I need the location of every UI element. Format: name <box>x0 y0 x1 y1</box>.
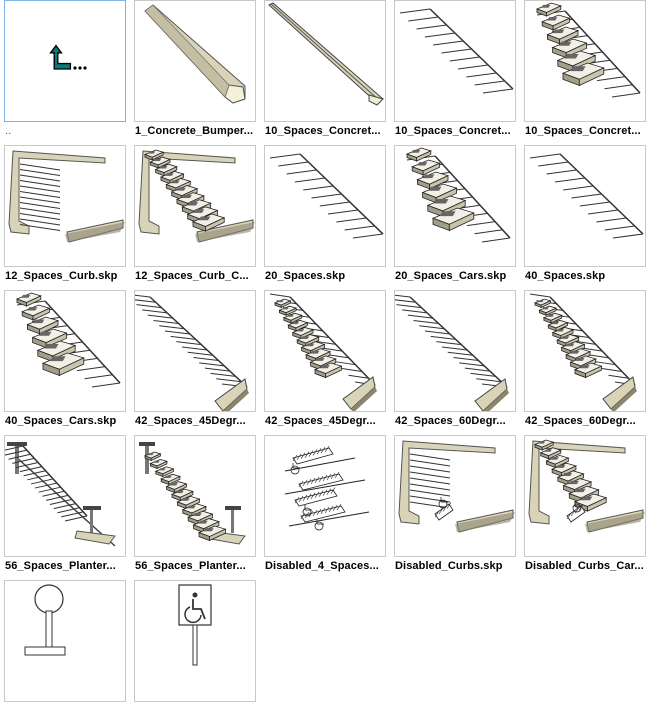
file-name: 40_Spaces_Cars.skp <box>5 415 117 427</box>
model-thumbnail <box>4 435 126 557</box>
file-item[interactable]: Disabled_Curbs_Car... <box>524 435 646 572</box>
file-name: Disabled_4_Spaces... <box>265 560 379 572</box>
file-thumbnail-grid: .. 1_Concrete_Bumper... 10_Spaces_Concre… <box>4 0 646 702</box>
file-item[interactable]: 42_Spaces_45Degr... <box>264 290 386 427</box>
model-thumbnail <box>264 145 386 267</box>
parent-folder-item[interactable]: .. <box>4 0 126 137</box>
file-item[interactable]: Disabled_4_Spaces... <box>264 435 386 572</box>
model-thumbnail <box>264 0 386 122</box>
file-item[interactable]: 42_Spaces_60Degr... <box>394 290 516 427</box>
file-name: 56_Spaces_Planter... <box>135 560 246 572</box>
file-name: 40_Spaces.skp <box>525 270 606 282</box>
model-thumbnail <box>524 0 646 122</box>
file-item[interactable]: 12_Spaces_Curb.skp <box>4 145 126 282</box>
model-thumbnail <box>394 0 516 122</box>
model-thumbnail <box>4 290 126 412</box>
model-thumbnail <box>134 290 256 412</box>
file-name: 56_Spaces_Planter... <box>5 560 116 572</box>
file-item[interactable]: 20_Spaces_Cars.skp <box>394 145 516 282</box>
model-thumbnail <box>264 435 386 557</box>
file-item[interactable] <box>134 580 256 705</box>
file-item[interactable]: 42_Spaces_60Degr... <box>524 290 646 427</box>
file-item[interactable]: 1_Concrete_Bumper... <box>134 0 256 137</box>
file-name: 12_Spaces_Curb_C... <box>135 270 249 282</box>
file-item[interactable]: 40_Spaces_Cars.skp <box>4 290 126 427</box>
model-thumbnail <box>134 0 256 122</box>
model-thumbnail <box>524 290 646 412</box>
model-thumbnail <box>4 145 126 267</box>
file-name: 42_Spaces_60Degr... <box>525 415 636 427</box>
file-name: 42_Spaces_45Degr... <box>265 415 376 427</box>
file-item[interactable]: 40_Spaces.skp <box>524 145 646 282</box>
file-item[interactable]: 42_Spaces_45Degr... <box>134 290 256 427</box>
file-item[interactable]: 10_Spaces_Concret... <box>264 0 386 137</box>
model-thumbnail <box>4 580 126 702</box>
file-name: 10_Spaces_Concret... <box>265 125 381 137</box>
file-name: .. <box>5 125 12 137</box>
model-thumbnail <box>134 580 256 702</box>
file-name: Disabled_Curbs.skp <box>395 560 503 572</box>
file-name: 12_Spaces_Curb.skp <box>5 270 118 282</box>
file-item[interactable] <box>4 580 126 705</box>
file-name: 10_Spaces_Concret... <box>395 125 511 137</box>
file-name: 20_Spaces.skp <box>265 270 346 282</box>
file-name: 10_Spaces_Concret... <box>525 125 641 137</box>
file-item[interactable]: 56_Spaces_Planter... <box>4 435 126 572</box>
file-name: 1_Concrete_Bumper... <box>135 125 254 137</box>
file-name: 42_Spaces_60Degr... <box>395 415 506 427</box>
model-thumbnail <box>394 435 516 557</box>
file-name: 42_Spaces_45Degr... <box>135 415 246 427</box>
model-thumbnail <box>524 145 646 267</box>
up-folder-icon <box>4 0 126 122</box>
model-thumbnail <box>394 290 516 412</box>
file-item[interactable]: 12_Spaces_Curb_C... <box>134 145 256 282</box>
model-thumbnail <box>264 290 386 412</box>
model-thumbnail <box>134 145 256 267</box>
file-item[interactable]: 10_Spaces_Concret... <box>394 0 516 137</box>
file-item[interactable]: 20_Spaces.skp <box>264 145 386 282</box>
file-item[interactable]: 56_Spaces_Planter... <box>134 435 256 572</box>
model-thumbnail <box>134 435 256 557</box>
model-thumbnail <box>394 145 516 267</box>
model-thumbnail <box>524 435 646 557</box>
file-name: 20_Spaces_Cars.skp <box>395 270 507 282</box>
file-name: Disabled_Curbs_Car... <box>525 560 644 572</box>
file-item[interactable]: 10_Spaces_Concret... <box>524 0 646 137</box>
file-item[interactable]: Disabled_Curbs.skp <box>394 435 516 572</box>
